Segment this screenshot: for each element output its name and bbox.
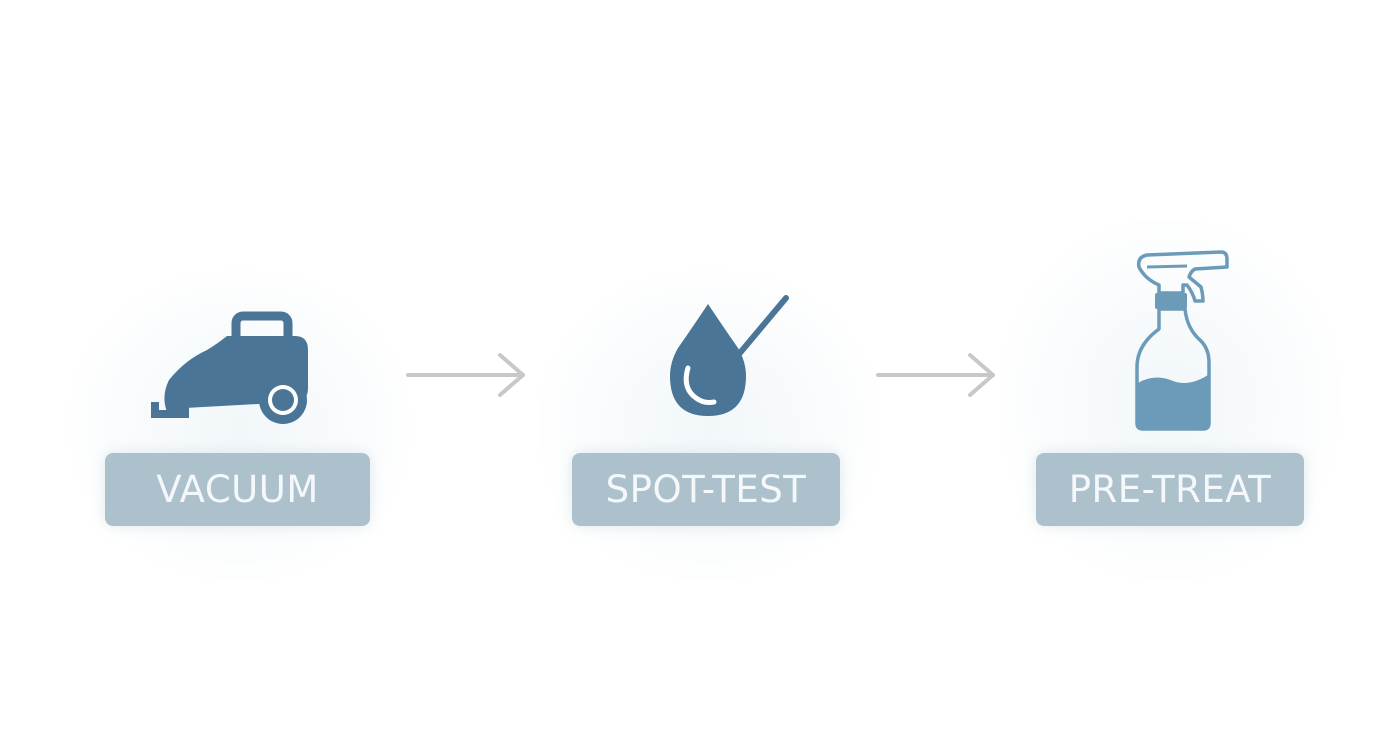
spot-test-label: SPOT-TEST <box>605 468 807 511</box>
water-drop-icon <box>670 295 789 416</box>
vacuum-cleaner-icon <box>151 311 308 424</box>
pre-treat-label: PRE-TREAT <box>1068 468 1272 511</box>
arrow-right-icon <box>876 353 995 397</box>
spot-test-label-box: SPOT-TEST <box>572 453 840 526</box>
arrow-right-icon <box>406 353 525 397</box>
vacuum-label-box: VACUUM <box>105 453 370 526</box>
vacuum-label: VACUUM <box>156 468 319 511</box>
spray-bottle-icon <box>1135 250 1229 431</box>
pre-treat-label-box: PRE-TREAT <box>1036 453 1304 526</box>
